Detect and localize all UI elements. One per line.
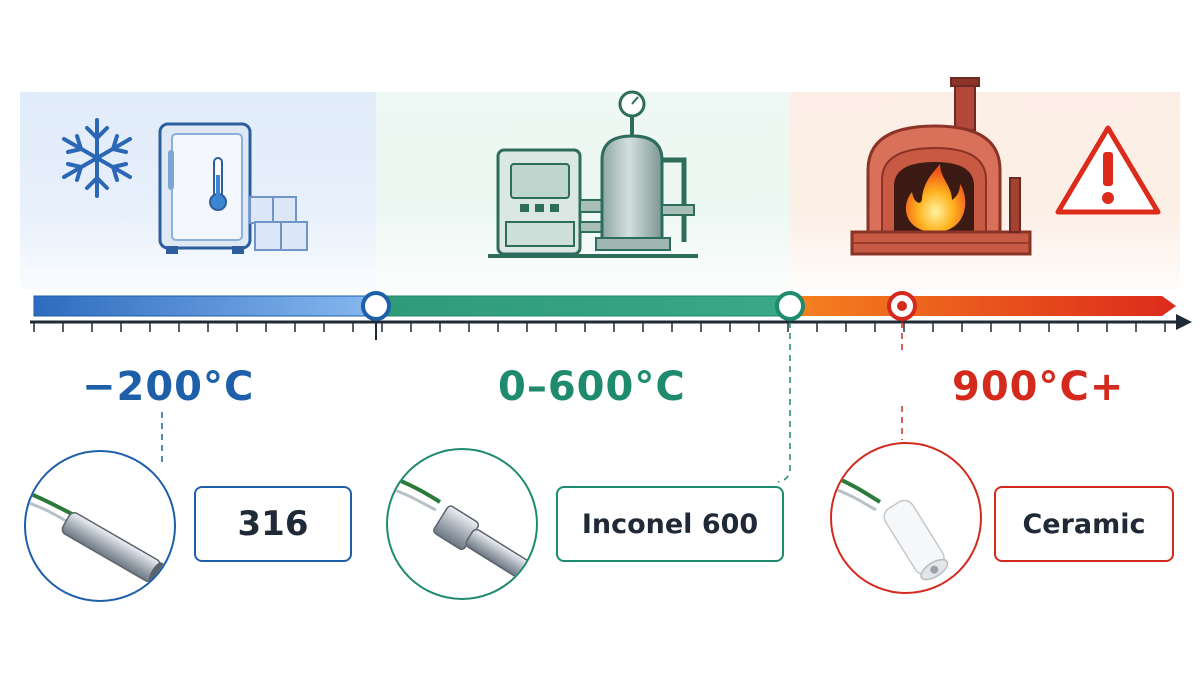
furnace-fire-icon — [850, 77, 1032, 256]
warning-triangle-icon — [1055, 125, 1161, 215]
stainless-probe-image — [24, 450, 176, 602]
freezer-thermometer-icon — [158, 122, 252, 254]
material-box-ceramic: Ceramic — [994, 486, 1174, 562]
inconel-probe-image — [386, 448, 538, 600]
ceramic-probe-image — [830, 442, 982, 594]
storage-boxes-icon — [249, 196, 308, 251]
mid-marker — [775, 291, 805, 321]
pressure-vessel-gauge-icon — [488, 90, 698, 258]
cold-temperature-label: −200°C — [82, 364, 255, 410]
industrial-machine-icon — [496, 148, 607, 256]
snowflake-icon — [62, 118, 132, 198]
cold-marker — [361, 291, 391, 321]
mid-temperature-label: 0–600°C — [498, 364, 686, 410]
material-box-inconel: Inconel 600 — [556, 486, 784, 562]
temperature-scale — [30, 295, 1192, 332]
mid-connector — [777, 322, 791, 483]
scale-arrow-icon — [1176, 314, 1192, 330]
material-box-316: 316 — [194, 486, 352, 562]
hot-temperature-label: 900°C+ — [952, 364, 1125, 410]
